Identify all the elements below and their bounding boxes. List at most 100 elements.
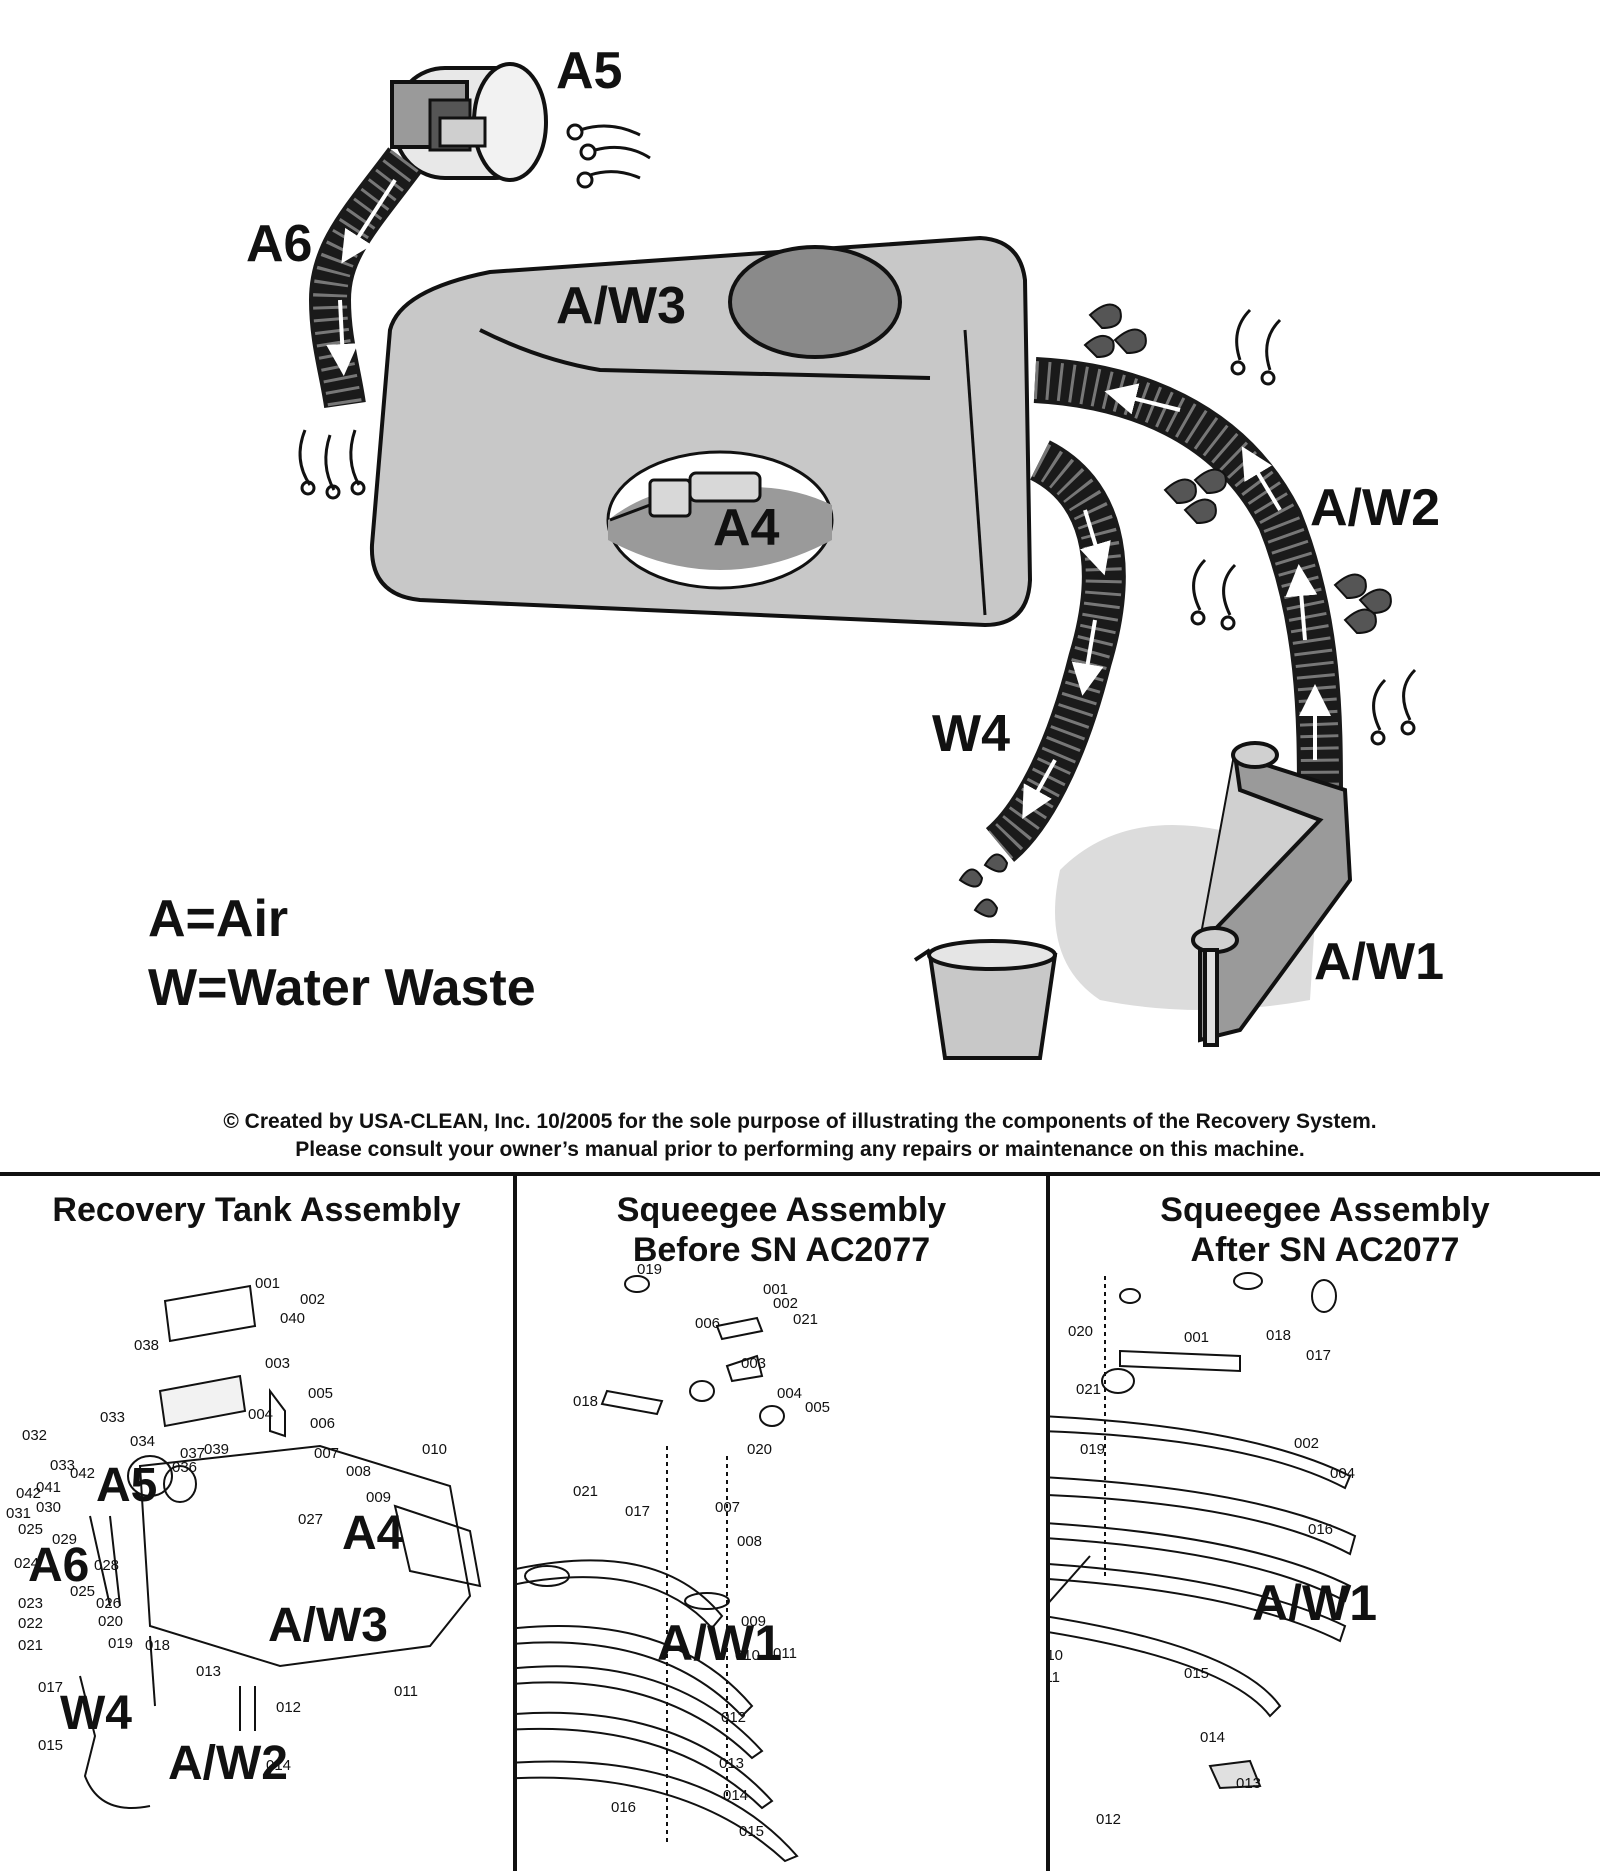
- svg-text:028: 028: [94, 1557, 119, 1574]
- part-number-callouts: 001020001 018017002 021003019 002004004 …: [1050, 1323, 1355, 1828]
- svg-text:010: 010: [422, 1441, 447, 1458]
- svg-text:002: 002: [300, 1291, 325, 1308]
- svg-text:031: 031: [6, 1505, 31, 1522]
- panel-title: Recovery Tank Assembly: [52, 1191, 461, 1229]
- label-aw1: A/W1: [1314, 933, 1444, 991]
- svg-text:026: 026: [96, 1595, 121, 1612]
- svg-text:030: 030: [36, 1499, 61, 1516]
- svg-text:023: 023: [18, 1595, 43, 1612]
- svg-text:025: 025: [18, 1521, 43, 1538]
- svg-text:015: 015: [1184, 1665, 1209, 1682]
- svg-text:040: 040: [280, 1310, 305, 1327]
- exhaust-air-icon: [566, 123, 651, 189]
- vacuum-motor: [390, 62, 548, 182]
- copyright-notice: © Created by USA-CLEAN, Inc. 10/2005 for…: [0, 1108, 1600, 1165]
- panel-title-line-2: Before SN AC2077: [632, 1231, 931, 1270]
- svg-text:006: 006: [310, 1415, 335, 1432]
- svg-text:021: 021: [18, 1637, 43, 1654]
- svg-text:004: 004: [248, 1406, 273, 1423]
- squeegee-tool: [1191, 741, 1353, 1047]
- svg-text:041: 041: [36, 1479, 61, 1496]
- svg-text:015: 015: [739, 1823, 764, 1840]
- svg-text:004: 004: [777, 1385, 802, 1402]
- svg-text:011: 011: [394, 1683, 418, 1700]
- svg-text:009: 009: [741, 1613, 766, 1630]
- svg-text:010: 010: [1050, 1647, 1063, 1664]
- svg-text:042: 042: [16, 1485, 41, 1502]
- svg-text:017: 017: [1306, 1347, 1331, 1364]
- svg-text:017: 017: [625, 1503, 650, 1520]
- squeegee-after-panel: Squeegee Assembly After SN AC2077: [1050, 1176, 1600, 1871]
- svg-text:012: 012: [276, 1699, 301, 1716]
- svg-text:011: 011: [773, 1645, 797, 1662]
- panel-divider: [1046, 1176, 1050, 1871]
- svg-text:033: 033: [100, 1409, 125, 1426]
- label-aw2: A/W2: [1310, 479, 1440, 537]
- panel-title-line-1: Squeegee Assembly: [616, 1191, 947, 1229]
- air-swirl-icon: [298, 429, 366, 500]
- svg-text:018: 018: [1266, 1327, 1291, 1344]
- svg-text:032: 032: [22, 1427, 47, 1444]
- water-drops-icon: [958, 303, 1392, 918]
- svg-text:019: 019: [1080, 1441, 1105, 1458]
- svg-text:011: 011: [1050, 1669, 1060, 1686]
- svg-text:020: 020: [1068, 1323, 1093, 1340]
- panel-title-line-1: Squeegee Assembly: [1160, 1191, 1490, 1229]
- svg-text:013: 013: [1236, 1775, 1261, 1792]
- svg-text:018: 018: [573, 1393, 598, 1410]
- overlay-aw3: A/W3: [268, 1599, 388, 1652]
- svg-text:010: 010: [735, 1647, 760, 1664]
- svg-text:015: 015: [38, 1737, 63, 1754]
- legend-water: W=Water Waste: [148, 959, 536, 1017]
- overlay-aw2: A/W2: [168, 1737, 288, 1790]
- svg-text:001: 001: [763, 1281, 788, 1298]
- svg-text:012: 012: [1096, 1811, 1121, 1828]
- svg-text:012: 012: [721, 1709, 746, 1726]
- svg-text:001: 001: [255, 1275, 280, 1292]
- svg-text:004: 004: [1330, 1465, 1355, 1482]
- label-a5: A5: [556, 42, 623, 100]
- svg-text:008: 008: [737, 1533, 762, 1550]
- svg-text:020: 020: [98, 1613, 123, 1630]
- overlay-aw1: A/W1: [1252, 1575, 1377, 1631]
- svg-text:042: 042: [70, 1465, 95, 1482]
- svg-text:021: 021: [1076, 1381, 1101, 1398]
- overlay-a4: A4: [342, 1507, 404, 1560]
- svg-text:021: 021: [793, 1311, 818, 1328]
- svg-text:021: 021: [573, 1483, 598, 1500]
- svg-text:002: 002: [1294, 1435, 1319, 1452]
- svg-text:019: 019: [637, 1261, 662, 1278]
- svg-text:025: 025: [70, 1583, 95, 1600]
- svg-text:014: 014: [723, 1787, 748, 1804]
- overlay-a6: A6: [28, 1539, 90, 1592]
- svg-text:027: 027: [298, 1511, 323, 1528]
- overlay-aw1: A/W1: [657, 1615, 782, 1671]
- label-a4: A4: [713, 499, 780, 557]
- svg-text:013: 013: [719, 1755, 744, 1772]
- svg-text:039: 039: [204, 1441, 229, 1458]
- svg-text:016: 016: [1308, 1521, 1333, 1538]
- svg-text:007: 007: [715, 1499, 740, 1516]
- squeegee-after-exploded-view: 001020001 018017002 021003019 002004004 …: [1050, 1272, 1357, 1828]
- squeegee-before-panel: Squeegee Assembly Before SN AC2077: [517, 1176, 1046, 1871]
- overlay-a5: A5: [96, 1459, 158, 1512]
- svg-text:034: 034: [130, 1433, 155, 1450]
- svg-text:017: 017: [38, 1679, 63, 1696]
- float-switch-icon: [609, 471, 762, 522]
- svg-text:036: 036: [172, 1459, 197, 1476]
- copyright-line-2: Please consult your owner’s manual prior…: [295, 1138, 1305, 1162]
- svg-text:013: 013: [196, 1663, 221, 1680]
- svg-text:016: 016: [611, 1799, 636, 1816]
- svg-text:022: 022: [18, 1615, 43, 1632]
- svg-text:019: 019: [108, 1635, 133, 1652]
- svg-text:020: 020: [747, 1441, 772, 1458]
- legend-air: A=Air: [148, 890, 289, 948]
- overlay-w4: W4: [60, 1687, 132, 1740]
- svg-text:007: 007: [314, 1445, 339, 1462]
- svg-text:018: 018: [145, 1637, 170, 1654]
- bucket-icon: [913, 939, 1058, 1060]
- recovery-system-illustration: [298, 62, 1417, 1060]
